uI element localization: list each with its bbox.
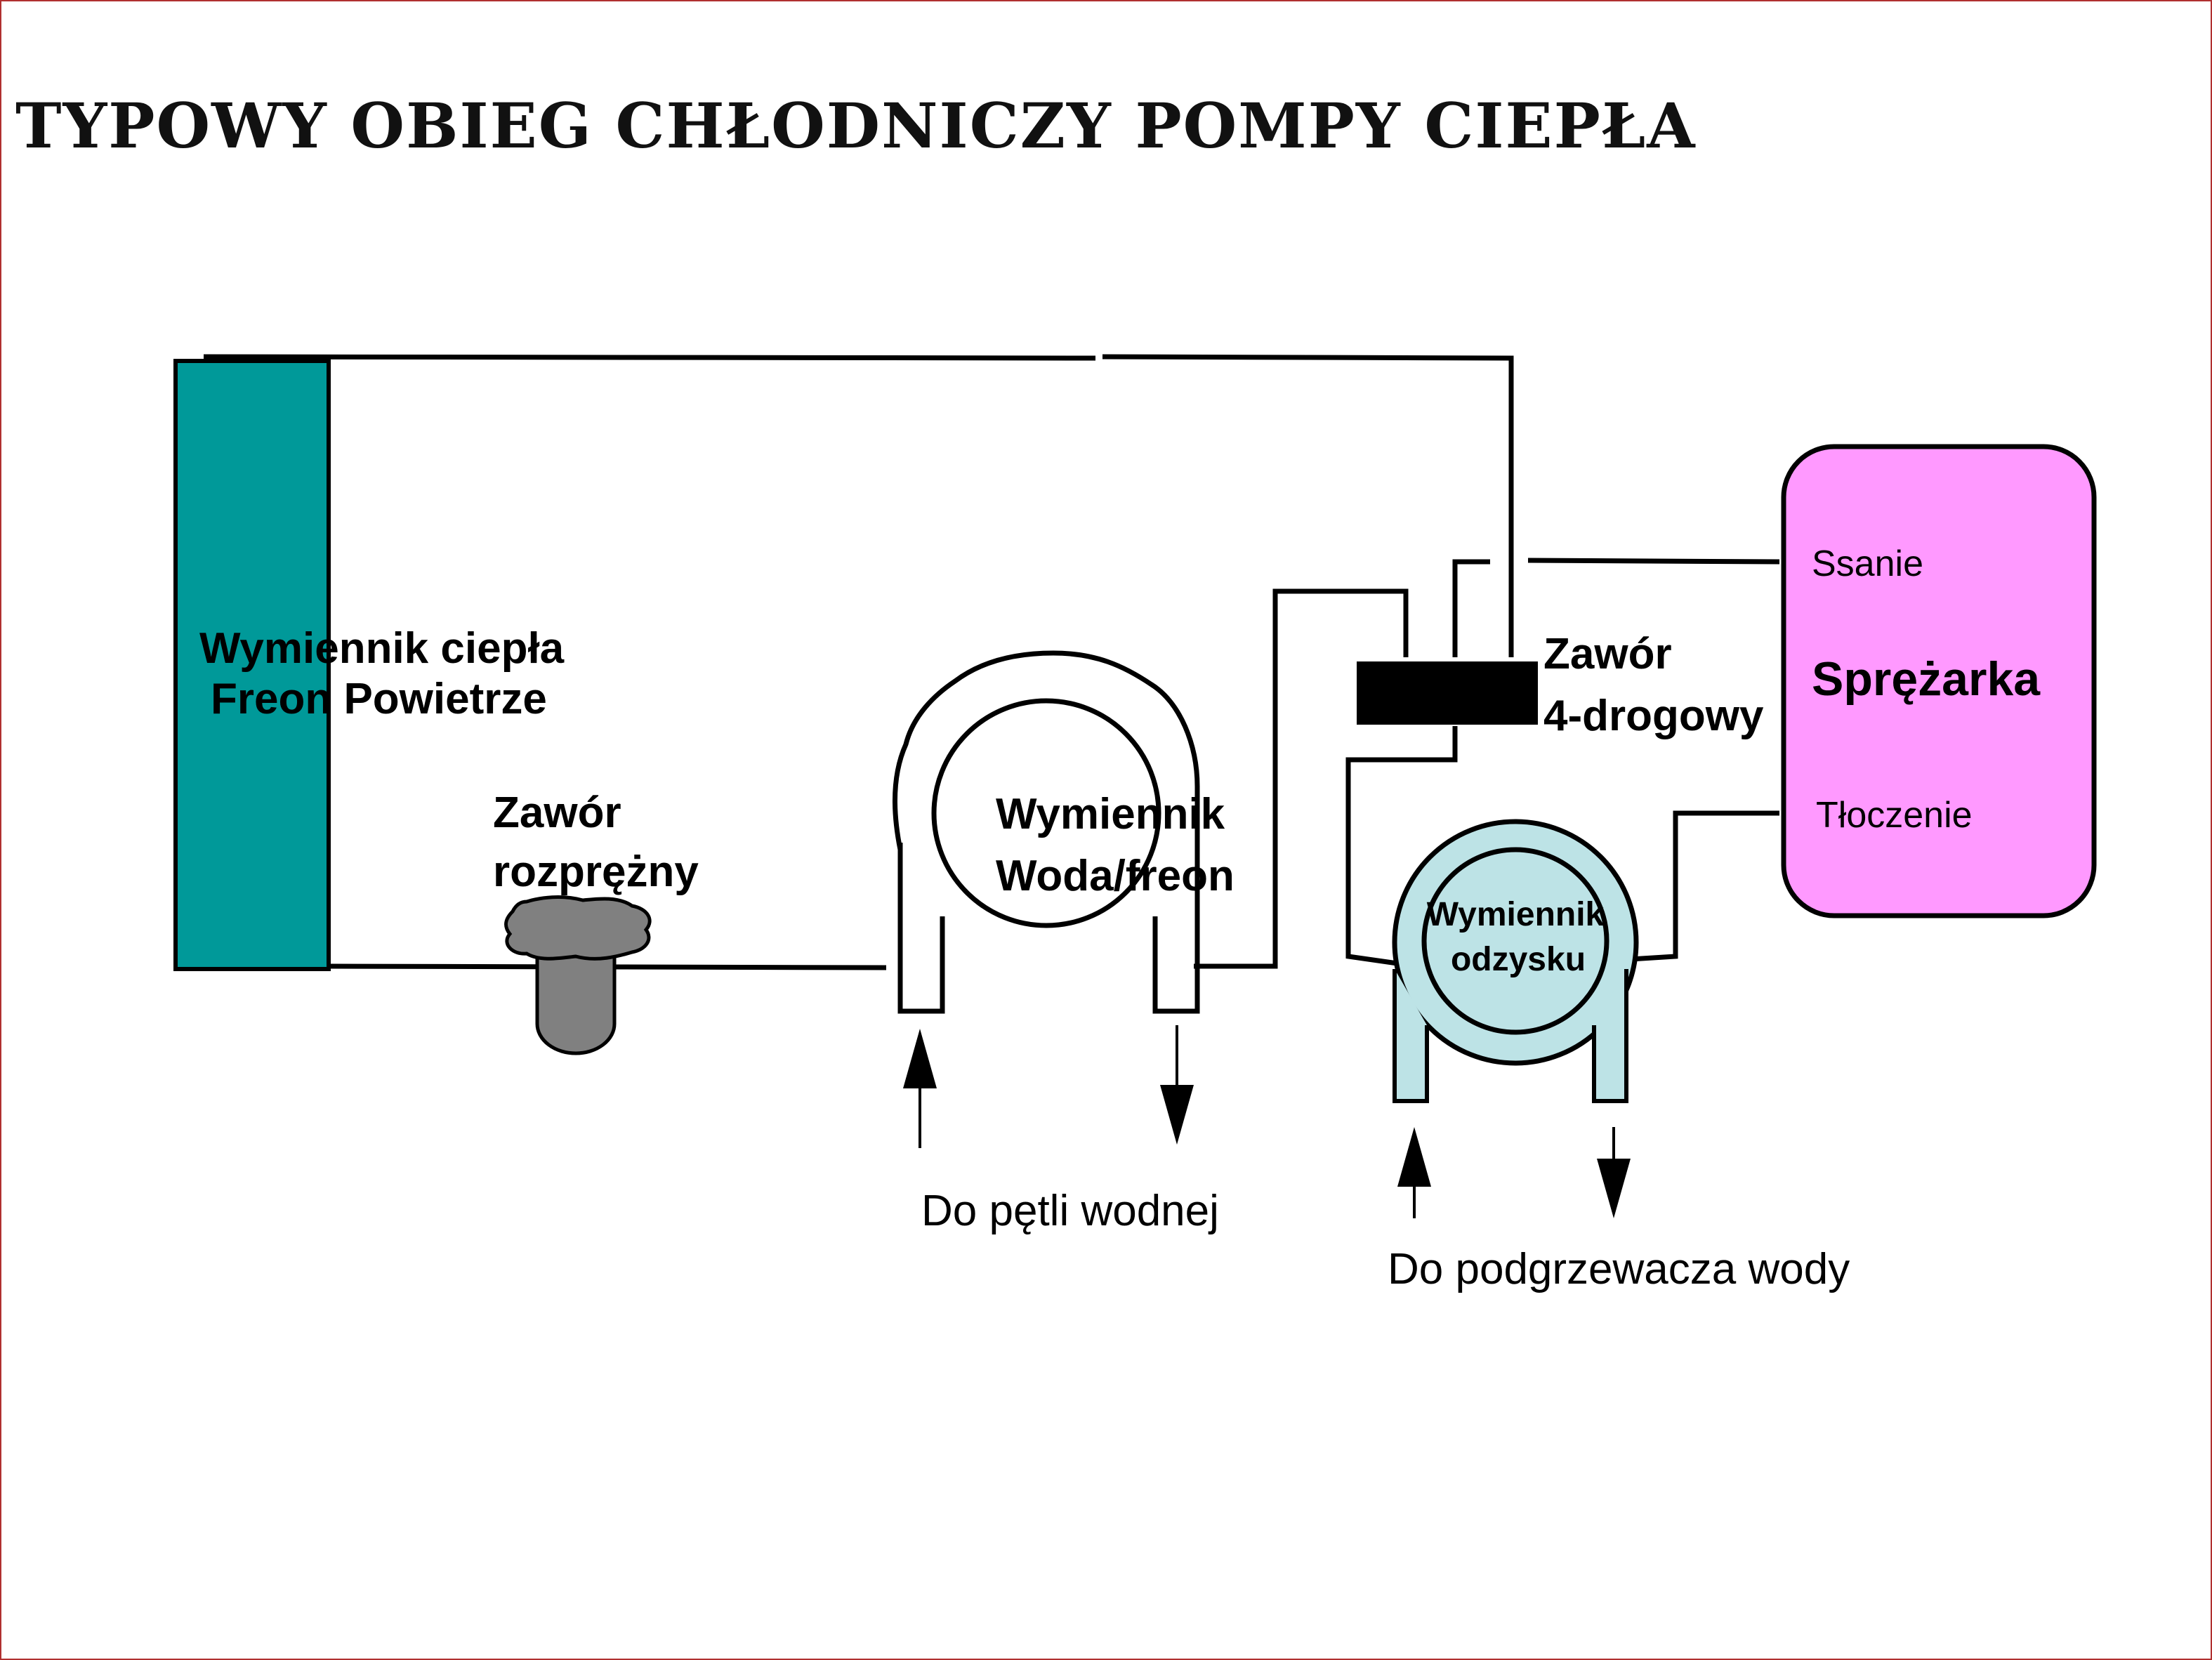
water-exchanger-outer-coil [892, 650, 1200, 916]
compressor-discharge-label: Tłoczenie [1816, 795, 1973, 836]
top-pipe-right [1102, 354, 1514, 657]
recovery-inlet-pipe [1345, 726, 1458, 966]
suction-pipe-right [1527, 558, 1780, 565]
water-exchanger-outlet-pipe [1194, 588, 1409, 969]
water-loop-out-arrow-head [1160, 1085, 1194, 1145]
water-heater-arrows: Do podgrzewacza wody [1388, 1127, 1850, 1293]
water-loop-arrows: Do pętli wodnej [903, 1025, 1219, 1235]
recovery-exchanger-label-line2: odzysku [1451, 941, 1586, 978]
expansion-valve-label-line2: rozprężny [493, 848, 699, 896]
water-freon-exchanger: Wymiennik Woda/freon [892, 650, 1235, 1014]
water-exchanger-label-line1: Wymiennik [996, 790, 1225, 838]
refrigerant-pipes [203, 354, 1780, 970]
recovery-exchanger-outlet-leg [1592, 969, 1628, 1103]
expansion-valve-label-line1: Zawór [493, 789, 621, 837]
recovery-exchanger-inlet-leg [1393, 969, 1429, 1103]
recovery-exchanger-label-line1: Wymiennik [1427, 896, 1605, 933]
suction-pipe [1452, 559, 1490, 657]
four-way-valve-label-line2: 4-drogowy [1543, 692, 1764, 740]
expansion-valve: Zawór rozprężny [493, 789, 699, 1055]
compressor-suction-label: Ssanie [1812, 544, 1923, 584]
top-pipe [203, 354, 1096, 361]
water-heater-label: Do podgrzewacza wody [1388, 1245, 1850, 1293]
air-heat-exchanger-label-line2: Freon Powietrze [211, 675, 547, 723]
water-exchanger-inlet-leg [897, 843, 945, 1014]
air-heat-exchanger-label-line1: Wymiennik ciepła [199, 624, 565, 673]
expansion-valve-head [504, 895, 652, 961]
recovery-exchanger-outer-coil [1392, 819, 1639, 1066]
recovery-exchanger: Wymiennik odzysku [1392, 819, 1639, 1103]
water-loop-label: Do pętli wodnej [921, 1187, 1219, 1235]
compressor-body [1781, 444, 2097, 918]
air-heat-exchanger-body [173, 359, 331, 971]
discharge-pipe [1630, 810, 1779, 962]
water-exchanger-inner-coil [931, 698, 1161, 928]
page-title: TYPOWY OBIEG CHŁODNICZY POMPY CIEPŁA [15, 89, 1697, 162]
four-way-valve-body [1357, 661, 1538, 725]
compressor-name-label: Sprężarka [1812, 652, 2041, 706]
compressor: Ssanie Sprężarka Tłoczenie [1781, 444, 2097, 918]
air-heat-exchanger: Wymiennik ciepła Freon Powietrze [173, 359, 565, 971]
recovery-exchanger-inner-coil [1421, 847, 1609, 1035]
water-loop-in-arrow-head [903, 1029, 937, 1088]
four-way-valve: Zawór 4-drogowy [1357, 630, 1764, 740]
water-heater-out-arrow-head [1597, 1159, 1631, 1218]
water-exchanger-outlet-leg [1152, 916, 1200, 1014]
water-exchanger-label-line2: Woda/freon [996, 852, 1235, 900]
water-heater-in-arrow-head [1397, 1127, 1431, 1187]
four-way-valve-label-line1: Zawór [1543, 630, 1672, 678]
expansion-valve-body [535, 953, 617, 1055]
